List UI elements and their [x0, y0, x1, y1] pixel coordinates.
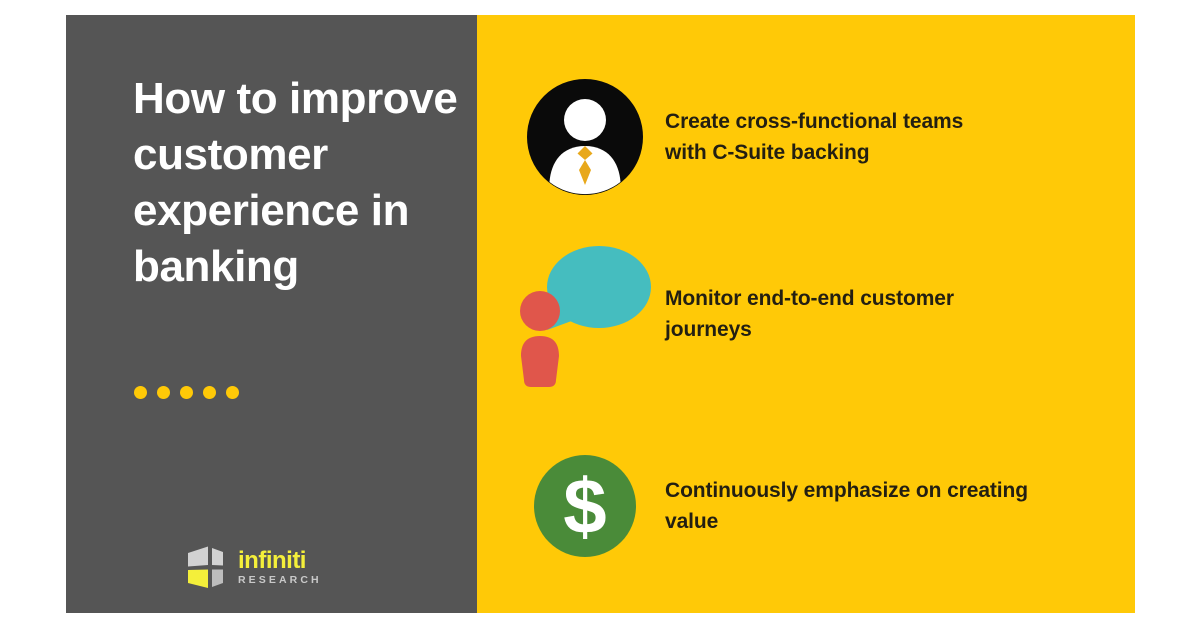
dot-3 [180, 386, 193, 399]
tip-item-1: Create cross-functional teams with C-Sui… [505, 78, 1105, 196]
tip-text-2: Monitor end-to-end customer journeys [665, 287, 954, 341]
tip-icon-slot-2 [505, 240, 665, 388]
dollar-circle-icon: $ [534, 455, 636, 557]
tip-icon-slot-1 [505, 78, 665, 196]
infographic-card: How to improve customer experience in ba… [66, 15, 1135, 613]
person-speech-bubble-icon [520, 246, 651, 387]
brand-logo: infiniti RESEARCH [185, 546, 322, 590]
dot-4 [203, 386, 216, 399]
tip-text-1: Create cross-functional teams with C-Sui… [665, 110, 964, 164]
logo-wordmark: infiniti [238, 547, 306, 574]
infiniti-logo-mark [188, 546, 223, 588]
logo-text: infiniti RESEARCH [238, 549, 322, 587]
tip-item-2: Monitor end-to-end customer journeys [505, 240, 1105, 388]
title-panel: How to improve customer experience in ba… [66, 15, 477, 613]
tip-text-3: Continuously emphasize on creating value [665, 479, 1028, 533]
dot-5 [226, 386, 239, 399]
dot-1 [134, 386, 147, 399]
tip-item-3: $ Continuously emphasize on creating val… [505, 455, 1105, 557]
tip-icon-slot-3: $ [505, 455, 665, 557]
decorative-dots [134, 386, 239, 399]
svg-text:$: $ [563, 462, 606, 550]
person-in-suit-icon [527, 79, 643, 195]
tips-panel: Create cross-functional teams with C-Sui… [477, 15, 1135, 613]
page-title: How to improve customer experience in ba… [133, 74, 458, 291]
logo-subtitle: RESEARCH [238, 574, 322, 586]
dot-2 [157, 386, 170, 399]
